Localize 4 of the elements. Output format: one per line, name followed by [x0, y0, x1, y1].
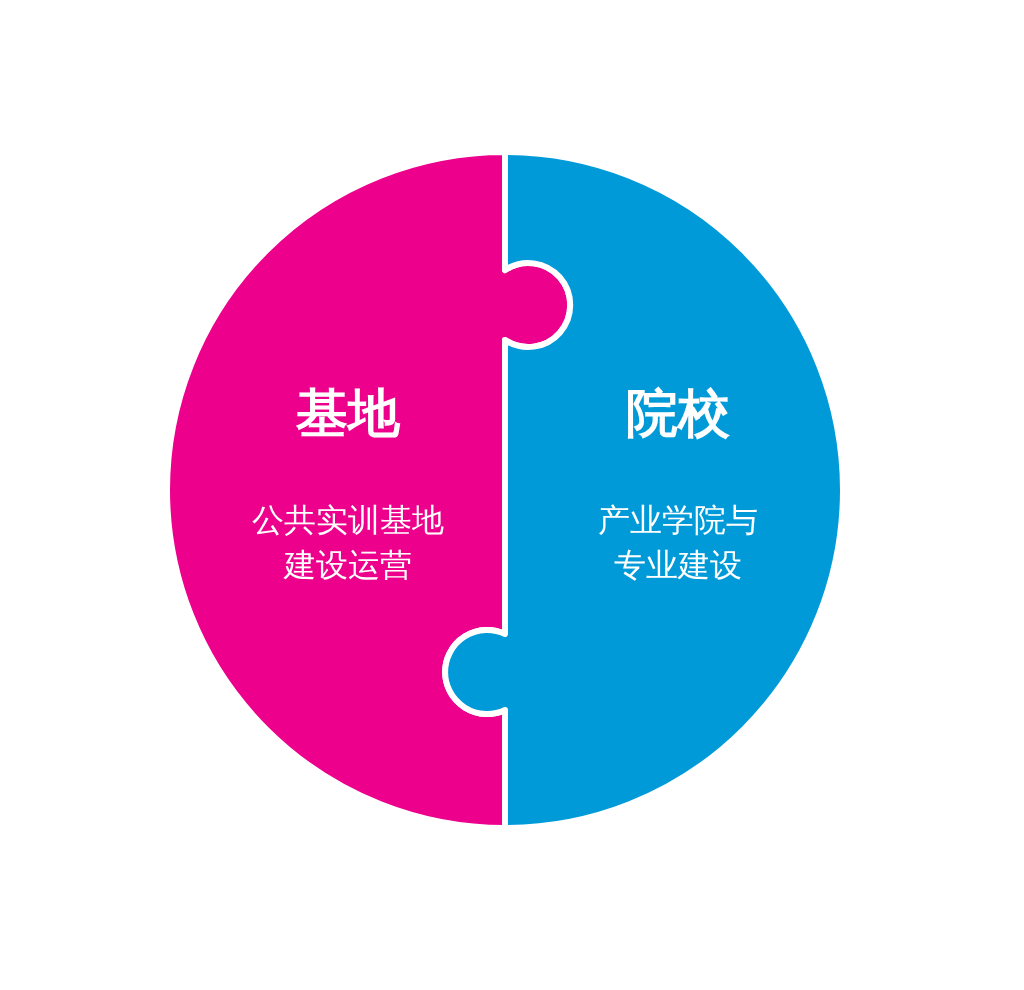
heading: 基地 [296, 385, 400, 443]
description: 公共实训基地建设运营 [251, 500, 445, 586]
description: 产业学院与专业建设 [597, 500, 759, 586]
heading: 院校 [626, 385, 730, 443]
